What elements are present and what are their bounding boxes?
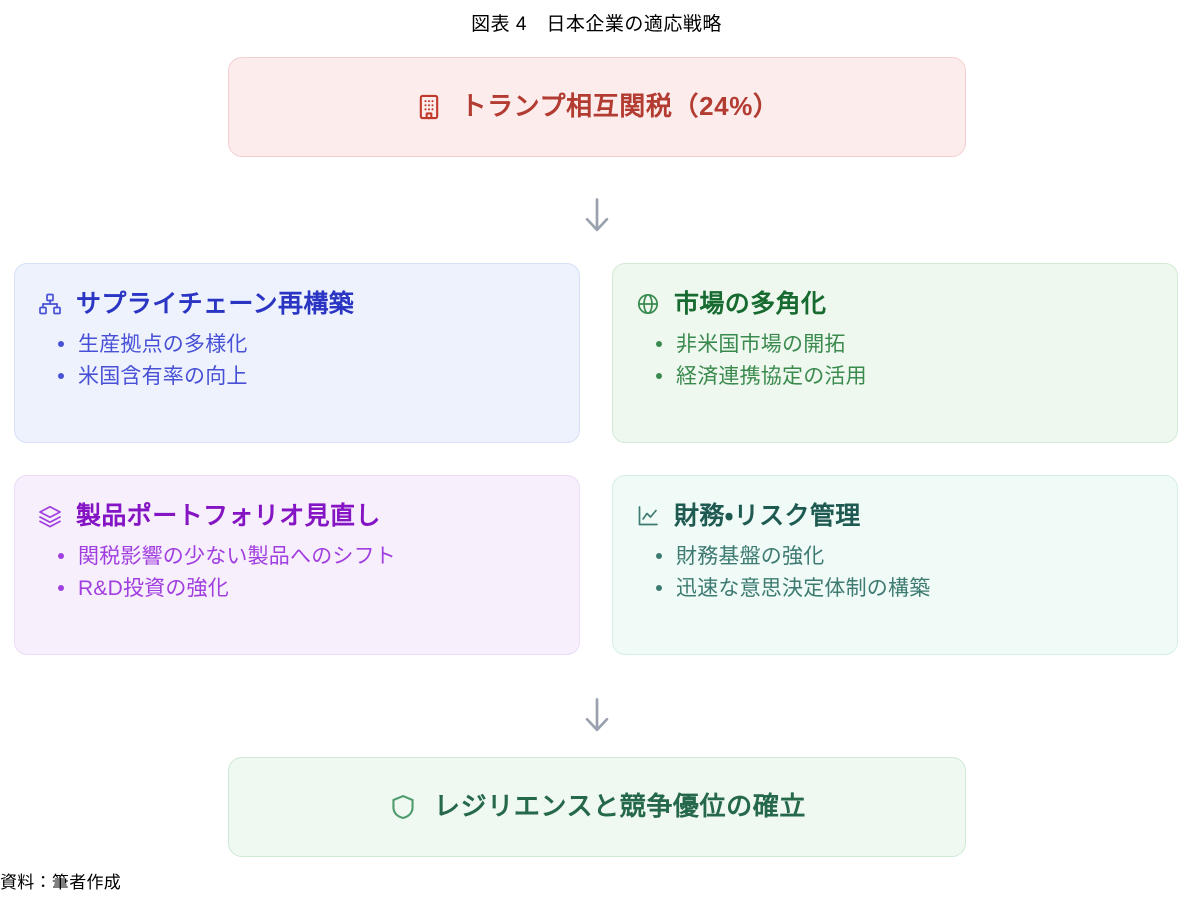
figure-title: 図表 4 日本企業の適応戦略 bbox=[471, 14, 722, 35]
list-item: 関税影響の少ない製品へのシフト bbox=[55, 541, 555, 574]
top-tariff-box: トランプ相互関税（24%） bbox=[228, 57, 966, 157]
bullet-dot bbox=[656, 373, 662, 380]
list-item-label: 財務基盤の強化 bbox=[676, 544, 825, 568]
source-note: 資料：筆者作成 bbox=[0, 873, 122, 892]
list-item-label: 経済連携協定の活用 bbox=[676, 365, 867, 389]
strategy-card-grid: サプライチェーン再構築 生産拠点の多様化 米国含有率の向上 市場の多角化 bbox=[14, 263, 1178, 655]
card-title: 市場の多角化 bbox=[674, 290, 827, 318]
card-bullet-list: 非米国市場の開拓 経済連携協定の活用 bbox=[635, 329, 1153, 394]
bottom-outcome-label: レジリエンスと競争優位の確立 bbox=[434, 791, 806, 822]
card-header: サプライチェーン再構築 bbox=[37, 290, 555, 319]
list-item: 財務基盤の強化 bbox=[653, 541, 1153, 574]
shield-icon bbox=[388, 792, 418, 822]
card-title: 財務・リスク管理 bbox=[674, 502, 861, 530]
bullet-dot bbox=[656, 340, 662, 347]
bullet-dot bbox=[58, 552, 64, 559]
list-item-label: 関税影響の少ない製品へのシフト bbox=[78, 544, 396, 568]
card-bullet-list: 財務基盤の強化 迅速な意思決定体制の構築 bbox=[635, 541, 1153, 606]
globe-icon bbox=[635, 291, 661, 317]
list-item-label: 非米国市場の開拓 bbox=[676, 332, 846, 356]
list-item-label: 迅速な意思決定体制の構築 bbox=[676, 577, 931, 601]
card-header: 財務・リスク管理 bbox=[635, 502, 1153, 531]
card-title: 製品ポートフォリオ見直し bbox=[76, 502, 381, 530]
bullet-dot bbox=[656, 585, 662, 592]
bullet-dot bbox=[58, 373, 64, 380]
card-bullet-list: 関税影響の少ない製品へのシフト R&D投資の強化 bbox=[37, 541, 555, 606]
card-product-portfolio: 製品ポートフォリオ見直し 関税影響の少ない製品へのシフト R&D投資の強化 bbox=[14, 475, 580, 655]
card-header: 製品ポートフォリオ見直し bbox=[37, 502, 555, 531]
card-supply-chain: サプライチェーン再構築 生産拠点の多様化 米国含有率の向上 bbox=[14, 263, 580, 443]
line-chart-icon bbox=[635, 503, 661, 529]
building-icon bbox=[414, 92, 444, 122]
list-item-label: R&D投資の強化 bbox=[78, 577, 229, 601]
list-item-label: 生産拠点の多様化 bbox=[78, 332, 248, 356]
list-item: 米国含有率の向上 bbox=[55, 361, 555, 394]
list-item-label: 米国含有率の向上 bbox=[78, 365, 248, 389]
card-bullet-list: 生産拠点の多様化 米国含有率の向上 bbox=[37, 329, 555, 394]
bottom-outcome-box: レジリエンスと競争優位の確立 bbox=[228, 757, 966, 857]
bullet-dot bbox=[656, 552, 662, 559]
list-item: 迅速な意思決定体制の構築 bbox=[653, 573, 1153, 606]
bullet-dot bbox=[58, 340, 64, 347]
card-title: サプライチェーン再構築 bbox=[76, 290, 355, 318]
list-item: 経済連携協定の活用 bbox=[653, 361, 1153, 394]
arrow-down-bottom bbox=[0, 690, 1193, 740]
top-tariff-label: トランプ相互関税（24%） bbox=[460, 91, 780, 122]
bullet-dot bbox=[58, 585, 64, 592]
card-header: 市場の多角化 bbox=[635, 290, 1153, 319]
arrow-down-top bbox=[0, 190, 1193, 240]
list-item: R&D投資の強化 bbox=[55, 573, 555, 606]
layers-icon bbox=[37, 503, 63, 529]
sitemap-icon bbox=[37, 291, 63, 317]
card-market-diversification: 市場の多角化 非米国市場の開拓 経済連携協定の活用 bbox=[612, 263, 1178, 443]
list-item: 非米国市場の開拓 bbox=[653, 329, 1153, 362]
card-finance-risk: 財務・リスク管理 財務基盤の強化 迅速な意思決定体制の構築 bbox=[612, 475, 1178, 655]
list-item: 生産拠点の多様化 bbox=[55, 329, 555, 362]
